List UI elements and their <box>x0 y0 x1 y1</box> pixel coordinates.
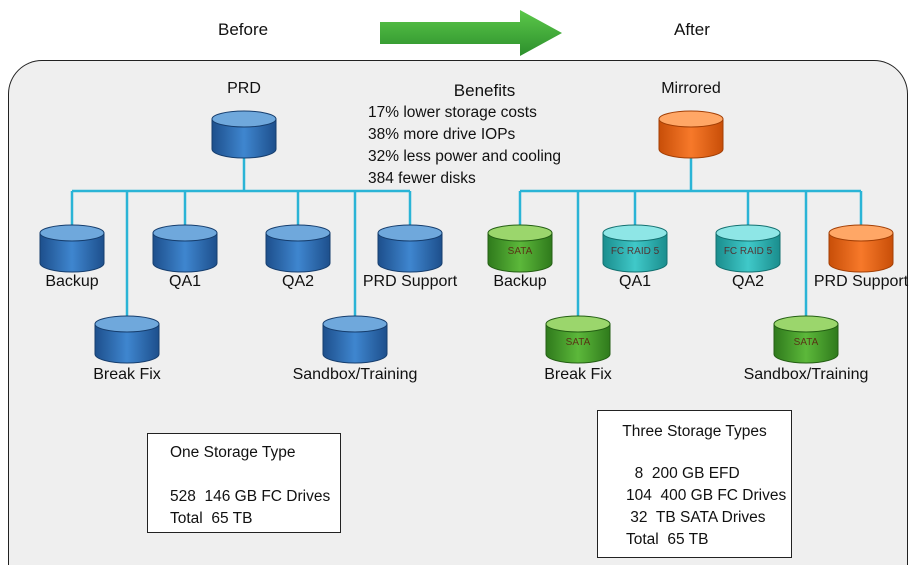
disk-type-label: FC RAID 5 <box>723 246 773 257</box>
summary-line: Total 65 TB <box>170 510 253 527</box>
after-disk-label-1: Break Fix <box>544 366 612 383</box>
after-disk-label-0: Backup <box>493 273 547 290</box>
before-disk-label-1: Break Fix <box>93 366 161 383</box>
before-disk-5 <box>377 224 443 274</box>
summary-line: Total 65 TB <box>626 531 709 548</box>
summary-line: 528 146 GB FC Drives <box>170 488 331 505</box>
before-disk-label-0: Backup <box>45 273 99 290</box>
summary-line: 104 400 GB FC Drives <box>626 487 787 504</box>
benefit-item: 38% more drive IOPs <box>368 126 516 143</box>
after-root-label: Mirrored <box>661 80 721 97</box>
before-summary-box: One Storage Type 528 146 GB FC Drives To… <box>147 433 341 533</box>
benefits-title: Benefits <box>453 81 516 100</box>
disk-type-label: SATA <box>565 337 591 348</box>
after-disk-1: SATA <box>545 315 611 365</box>
before-disk-2 <box>152 224 218 274</box>
before-disk-label-3: QA2 <box>281 273 315 290</box>
after-disk-3: FC RAID 5 <box>715 224 781 274</box>
disk-type-label: FC RAID 5 <box>610 246 660 257</box>
after-disk-label-5: PRD Support <box>813 273 909 290</box>
after-disk-label-3: QA2 <box>731 273 765 290</box>
before-disk-4 <box>322 315 388 365</box>
after-disk-5 <box>828 224 894 274</box>
after-disk-label-2: QA1 <box>618 273 652 290</box>
before-disk-3 <box>265 224 331 274</box>
after-disk-label-4: Sandbox/Training <box>743 366 869 383</box>
after-disk-0: SATA <box>487 224 553 274</box>
benefit-item: 32% less power and cooling <box>368 148 562 165</box>
after-disk-4: SATA <box>773 315 839 365</box>
summary-line: 8 200 GB EFD <box>626 465 740 482</box>
right-arrow-icon <box>380 10 562 56</box>
after-summary-box: Three Storage Types 8 200 GB EFD 104 400… <box>597 410 792 558</box>
after-disk-2: FC RAID 5 <box>602 224 668 274</box>
before-disk-label-2: QA1 <box>168 273 202 290</box>
before-disk-label-4: Sandbox/Training <box>292 366 418 383</box>
summary-title: Three Storage Types <box>622 423 767 440</box>
disk-type-label: SATA <box>793 337 819 348</box>
before-heading: Before <box>218 20 269 39</box>
disk-type-label: SATA <box>507 246 533 257</box>
after-root-disk <box>658 110 724 160</box>
after-heading: After <box>674 20 710 39</box>
before-disk-0 <box>39 224 105 274</box>
summary-line: 32 TB SATA Drives <box>626 509 766 526</box>
before-root-label: PRD <box>227 80 261 97</box>
benefit-item: 384 fewer disks <box>368 170 476 187</box>
before-disk-1 <box>94 315 160 365</box>
benefits-block: Benefits 17% lower storage costs 38% mor… <box>368 80 561 190</box>
benefit-item: 17% lower storage costs <box>368 104 537 121</box>
before-disk-label-5: PRD Support <box>362 273 458 290</box>
before-root-disk <box>211 110 277 160</box>
summary-title: One Storage Type <box>170 444 296 461</box>
